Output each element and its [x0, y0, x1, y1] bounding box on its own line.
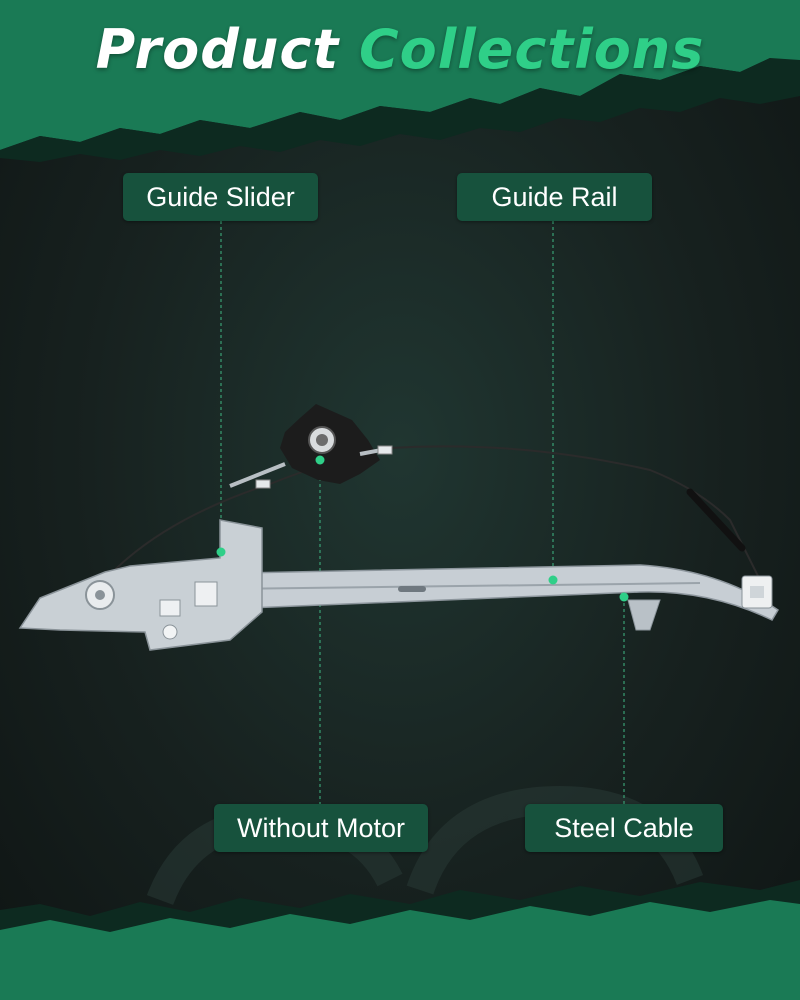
dot-guide-slider: [216, 547, 226, 557]
label-steel-cable: Steel Cable: [525, 804, 723, 852]
label-guide-rail: Guide Rail: [457, 173, 652, 221]
dot-cable: [619, 592, 629, 602]
mounting-bracket: [18, 519, 263, 651]
label-without-motor: Without Motor: [214, 804, 428, 852]
dot-guide-rail: [548, 575, 558, 585]
steel-cable-sheath: [686, 488, 746, 552]
title-word-collections: Collections: [359, 18, 705, 81]
page-title: Product Collections: [0, 18, 800, 81]
dot-motor: [315, 455, 325, 465]
title-word-product: Product: [95, 18, 340, 81]
label-guide-slider: Guide Slider: [123, 173, 318, 221]
guide-slider-clip: [741, 575, 773, 609]
motor-mount-housing: [229, 404, 393, 489]
leader-lines: [220, 221, 625, 804]
guide-rail: [139, 564, 780, 621]
callout-dots: [216, 455, 629, 602]
